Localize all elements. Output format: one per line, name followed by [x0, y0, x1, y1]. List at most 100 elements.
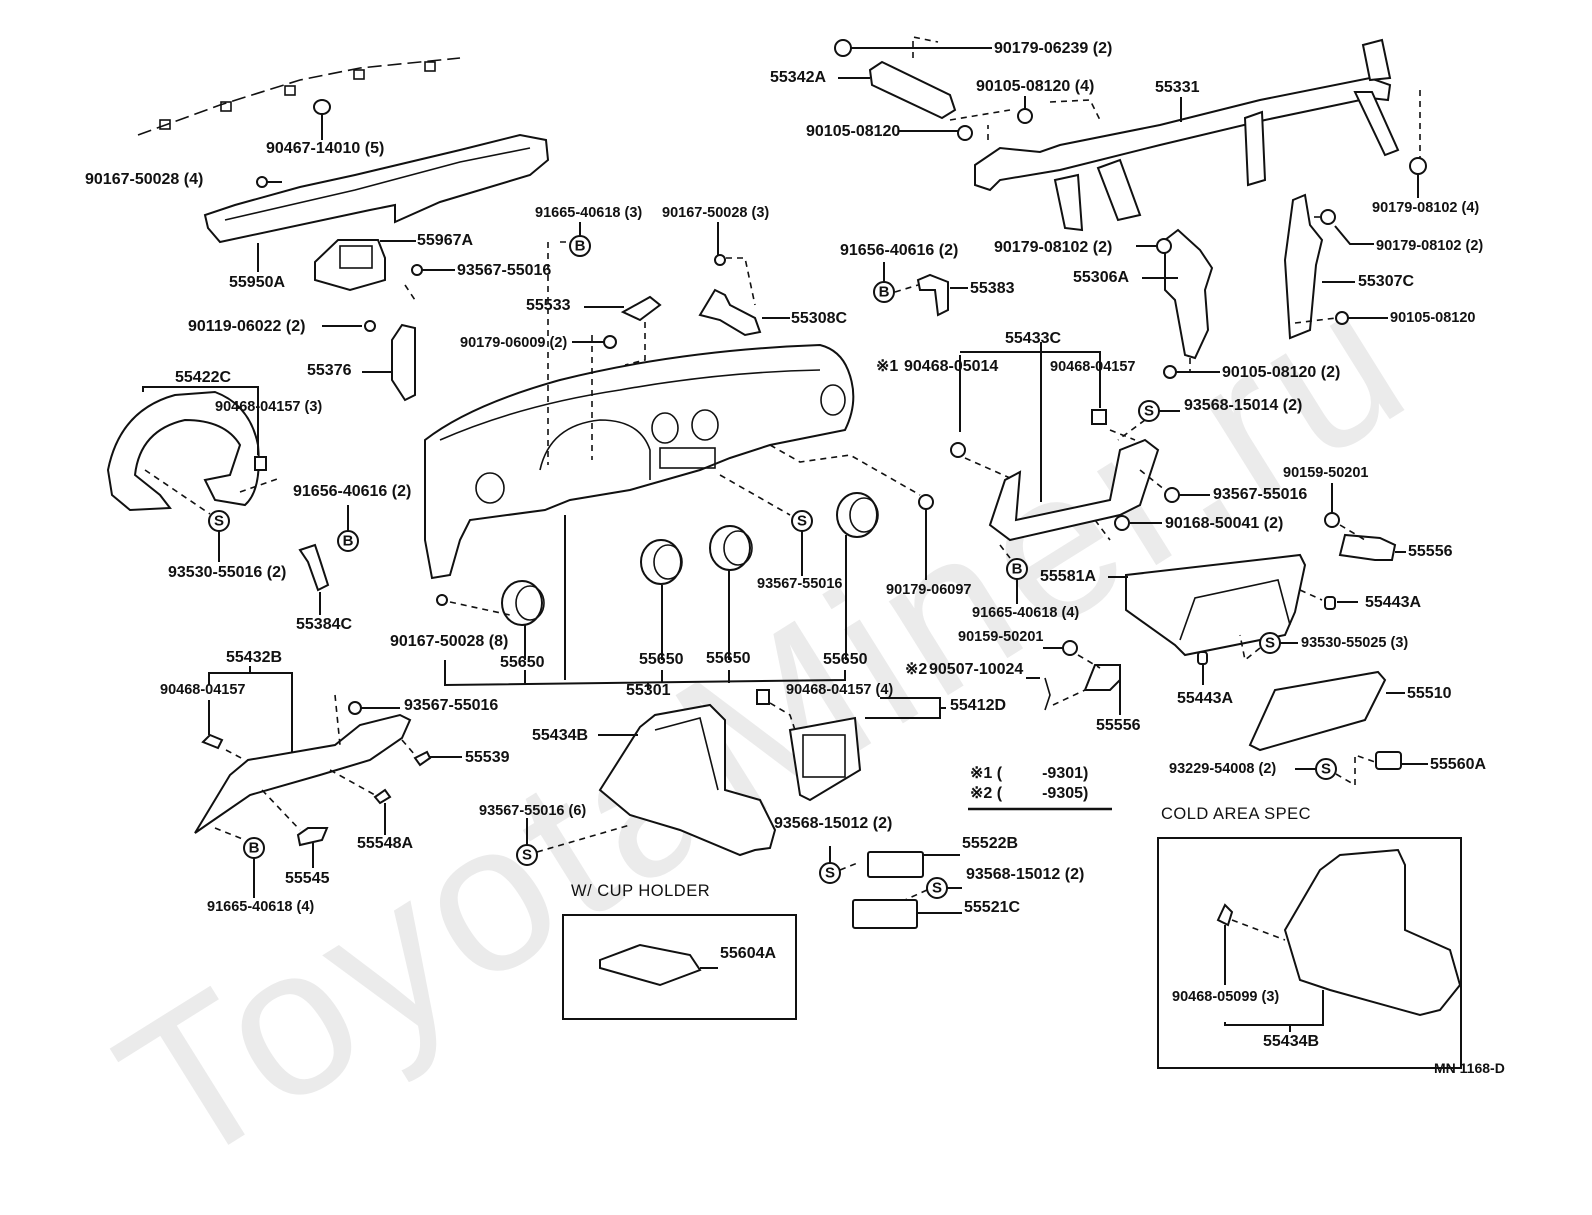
part-label[interactable]: 93229-54008 (2): [1169, 761, 1277, 777]
part-label[interactable]: 55443A: [1365, 594, 1422, 611]
part-label[interactable]: 93567-55016 (6): [479, 803, 587, 819]
cup-holder-title: W/ CUP HOLDER: [571, 882, 711, 900]
part-label[interactable]: 90179-06239 (2): [994, 40, 1113, 57]
part-label[interactable]: 90468-04157 (3): [215, 399, 323, 415]
part-label[interactable]: 55434B: [1263, 1033, 1320, 1050]
pocket-55521C: [852, 899, 918, 929]
part-label[interactable]: 93567-55016: [757, 576, 843, 592]
part-label[interactable]: 55307C: [1358, 273, 1415, 290]
bracket-55384C: [298, 543, 330, 592]
brace-55306A: [1164, 228, 1214, 360]
part-label[interactable]: 55650: [639, 651, 684, 668]
part-label[interactable]: 93567-55016: [404, 697, 499, 714]
part-label[interactable]: 90179-08102 (4): [1372, 200, 1480, 216]
part-label[interactable]: 90167-50028 (8): [390, 633, 509, 650]
bracket-55342A: [868, 60, 957, 120]
screw-symbol: S: [797, 513, 807, 530]
glove-lid-55510: [1248, 670, 1387, 752]
part-label[interactable]: 55521C: [964, 899, 1021, 916]
part-label[interactable]: 93568-15012 (2): [774, 815, 893, 832]
part-label[interactable]: 55522B: [962, 835, 1019, 852]
part-label[interactable]: 93567-55016: [457, 262, 552, 279]
part-label[interactable]: 90167-50028 (3): [662, 205, 770, 221]
bracket-55376: [391, 323, 416, 402]
part-label[interactable]: 90468-04157: [1050, 359, 1136, 375]
part-label[interactable]: 55545: [285, 870, 330, 887]
part-label[interactable]: 90468-05099 (3): [1172, 989, 1280, 1005]
part-label[interactable]: 91665-40618 (4): [207, 899, 315, 915]
part-label[interactable]: 55650: [706, 650, 751, 667]
part-label[interactable]: 55443A: [1177, 690, 1234, 707]
part-label[interactable]: 90159-50201: [958, 629, 1044, 645]
part-label[interactable]: 90105-08120 (2): [1222, 364, 1341, 381]
part-label[interactable]: 90507-10024: [929, 661, 1024, 678]
part-label[interactable]: 55432B: [226, 649, 283, 666]
part-label[interactable]: 90179-08102 (2): [1376, 238, 1484, 254]
part-label[interactable]: 90179-06097: [886, 582, 972, 598]
pocket-55522B: [867, 851, 924, 878]
part-label[interactable]: 90468-05014: [904, 358, 999, 375]
part-label[interactable]: 55412D: [950, 697, 1007, 714]
part-label[interactable]: 90468-04157 (4): [786, 682, 894, 698]
legend-note-1: ※1 ( -9301): [970, 766, 1088, 782]
part-label[interactable]: 93530-55016 (2): [168, 564, 287, 581]
bolt-symbol: B: [343, 533, 354, 550]
part-label[interactable]: 93530-55025 (3): [1301, 635, 1409, 651]
bracket-55383: [916, 273, 949, 317]
part-label[interactable]: 55967A: [417, 232, 474, 249]
part-label[interactable]: 55433C: [1005, 330, 1062, 347]
part-label[interactable]: 91665-40618 (3): [535, 205, 643, 221]
hinge-55556-b: [1083, 664, 1121, 691]
glove-box-55581A: [1125, 553, 1307, 657]
part-label[interactable]: 55548A: [357, 835, 414, 852]
part-label[interactable]: 55308C: [791, 310, 848, 327]
part-label[interactable]: 90119-06022 (2): [188, 318, 306, 335]
part-label[interactable]: 55510: [1407, 685, 1452, 702]
part-label[interactable]: 55434B: [532, 727, 589, 744]
part-label[interactable]: 55306A: [1073, 269, 1130, 286]
part-label[interactable]: 55342A: [770, 69, 827, 86]
part-label[interactable]: 91656-40616 (2): [840, 242, 959, 259]
reinforcement-55331: [974, 76, 1392, 192]
part-label[interactable]: 90159-50201: [1283, 465, 1369, 481]
part-label[interactable]: 90168-50041 (2): [1165, 515, 1284, 532]
brace-55307C: [1283, 193, 1324, 340]
part-label[interactable]: 55556: [1096, 717, 1141, 734]
part-label[interactable]: 90105-08120: [806, 123, 901, 140]
note-mark: ※2: [905, 661, 928, 678]
part-label[interactable]: 55539: [465, 749, 510, 766]
cover-55545: [296, 827, 329, 847]
part-label[interactable]: 93568-15014 (2): [1184, 397, 1303, 414]
part-label[interactable]: 90167-50028 (4): [85, 171, 204, 188]
part-label[interactable]: 90179-06009 (2): [460, 335, 568, 351]
part-label[interactable]: 55560A: [1430, 756, 1487, 773]
part-label[interactable]: 55533: [526, 297, 571, 314]
part-label[interactable]: 90468-04157: [160, 682, 246, 698]
screw-symbol: S: [825, 865, 835, 882]
part-label[interactable]: 55604A: [720, 945, 777, 962]
screw-symbol: S: [1144, 403, 1154, 420]
part-label[interactable]: 90105-08120 (4): [976, 78, 1095, 95]
part-label[interactable]: 55581A: [1040, 568, 1097, 585]
parts-diagram: ToyotaMiner.ru S: [82, 36, 1505, 1212]
part-label[interactable]: 90105-08120: [1390, 310, 1476, 326]
note-mark: ※1: [970, 765, 993, 782]
part-label[interactable]: 55301: [626, 682, 671, 699]
part-label[interactable]: 55650: [500, 654, 545, 671]
part-label[interactable]: 91665-40618 (4): [972, 605, 1080, 621]
part-label[interactable]: 55556: [1408, 543, 1453, 560]
part-label[interactable]: 90179-08102 (2): [994, 239, 1113, 256]
part-label[interactable]: 55650: [823, 651, 868, 668]
part-label[interactable]: 55383: [970, 280, 1015, 297]
part-label[interactable]: 55384C: [296, 616, 353, 633]
part-label[interactable]: 93568-15012 (2): [966, 866, 1085, 883]
part-label[interactable]: 55376: [307, 362, 352, 379]
part-label[interactable]: 93567-55016: [1213, 486, 1308, 503]
bracket-55308C: [698, 288, 762, 337]
part-label[interactable]: 90467-14010 (5): [266, 140, 385, 157]
bolt-symbol: B: [1012, 561, 1023, 578]
part-label[interactable]: 91656-40616 (2): [293, 483, 412, 500]
part-label[interactable]: 55950A: [229, 274, 286, 291]
part-label[interactable]: 55422C: [175, 369, 232, 386]
part-label[interactable]: 55331: [1155, 79, 1200, 96]
